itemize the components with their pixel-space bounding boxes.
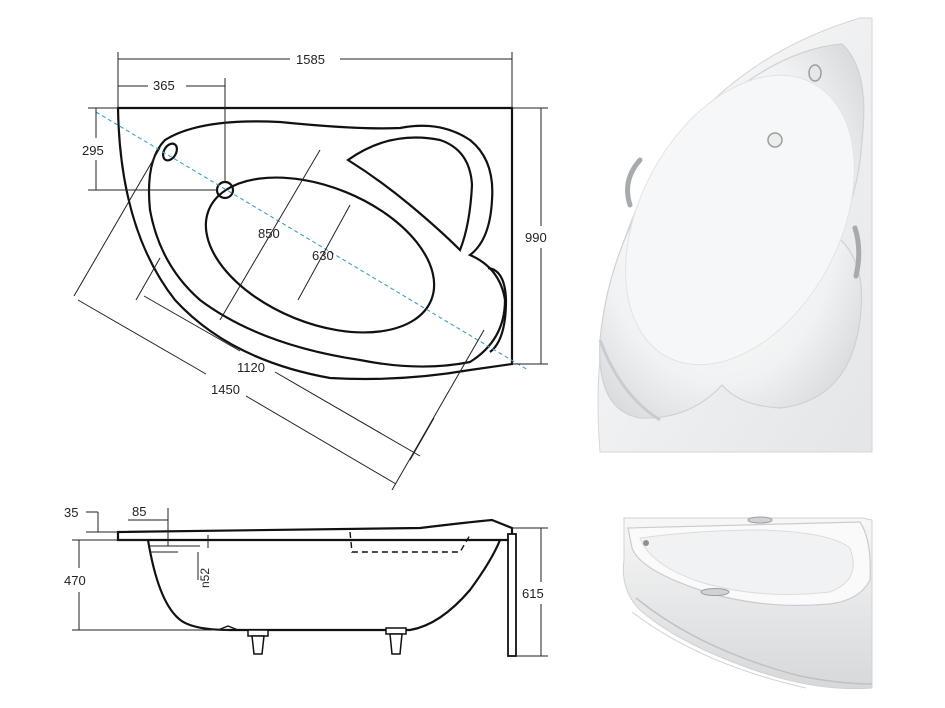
- dim-overflow-offset-label: 295: [82, 143, 104, 158]
- side-view-seat-hidden-line: [349, 531, 471, 553]
- top-view-seat-outline: [346, 136, 474, 252]
- dim-drain-pos-label: 85: [132, 504, 146, 519]
- dim-outer-length-label: 1450: [211, 382, 240, 397]
- bathtub-perspective-photo: [622, 516, 873, 690]
- handle-back-photo-icon: [747, 516, 773, 524]
- dim-height-label: 990: [525, 230, 547, 245]
- dim-pipe-label: n52: [198, 568, 212, 588]
- dim-length-label: 1585: [296, 52, 325, 67]
- left-foot-icon: [247, 629, 269, 655]
- dim-drain-offset-label: 365: [153, 78, 175, 93]
- dim-total-height-label: 615: [522, 586, 544, 601]
- overflow-icon: [162, 142, 178, 162]
- overflow-perspective-icon: [643, 540, 649, 546]
- side-view: n52 35 85 470 615: [64, 504, 548, 657]
- bathtub-top-photo: [597, 17, 873, 453]
- drain-photo-icon: [767, 132, 783, 148]
- right-foot-icon: [385, 627, 407, 655]
- top-view-bowl-outline: [147, 120, 507, 368]
- dim-bottom-width-label: 630: [312, 248, 334, 263]
- handle-left-photo-icon: [625, 157, 643, 208]
- top-view-bottom-ellipse: [204, 176, 436, 334]
- overflow-photo-icon: [808, 64, 822, 82]
- top-view: 1585 365 295 990 850 630 1120 1450: [73, 52, 548, 491]
- handle-front-photo-icon: [700, 588, 730, 596]
- dim-rim-label: 35: [64, 505, 78, 520]
- dim-inner-width-label: 850: [258, 226, 280, 241]
- side-view-support-panel: [507, 533, 517, 657]
- section-line-2: [297, 204, 351, 301]
- armrest-outline: [487, 266, 508, 353]
- dim-inner-length-label: 1120: [237, 360, 265, 375]
- side-view-rim: [116, 518, 514, 542]
- section-line-1: [219, 149, 321, 321]
- dim-depth-label: 470: [64, 573, 86, 588]
- top-view-rim-outline: [116, 106, 514, 381]
- handle-right-photo-icon: [852, 225, 862, 279]
